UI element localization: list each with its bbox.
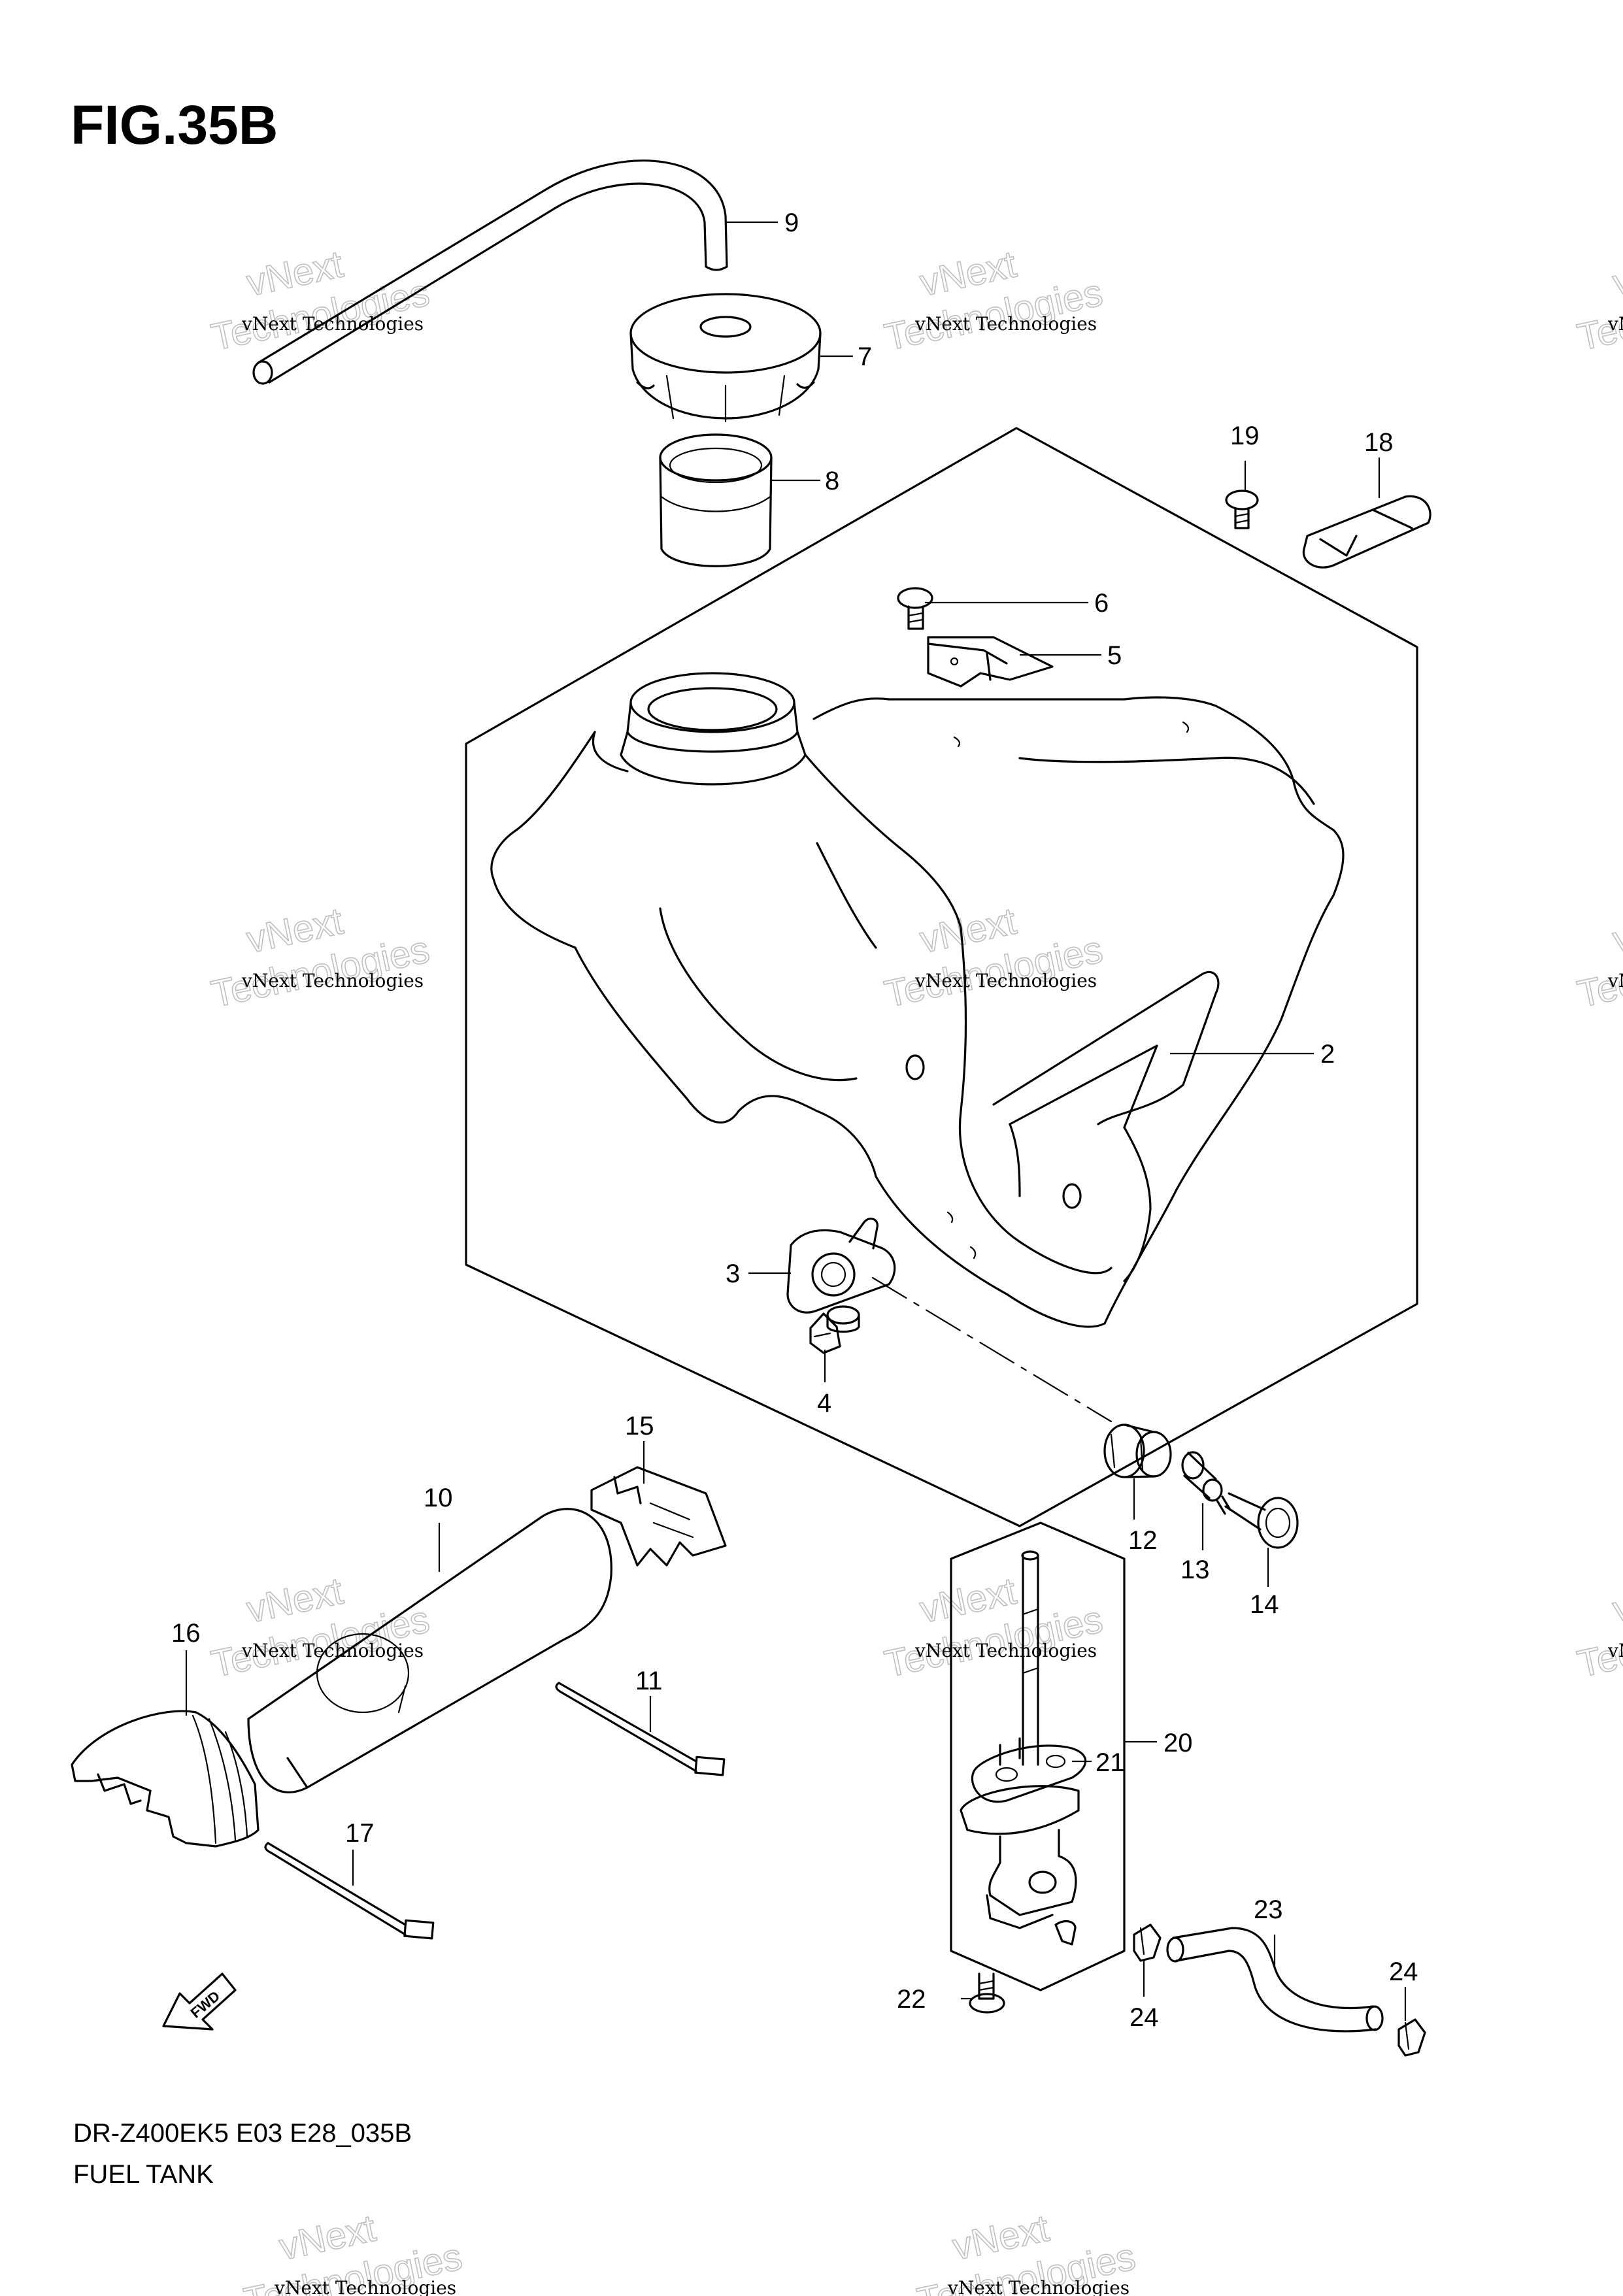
cable-tie-part-11 [555,1682,726,1776]
tap-bracket-part-3 [786,1218,896,1314]
callout-9: 9 [784,208,799,237]
breather-hose-part-9 [252,159,728,385]
callout-12: 12 [1128,1526,1158,1555]
watermark-word-1: vNext [1609,899,1623,961]
callout-5: 5 [1107,641,1122,670]
screw-part-19 [1225,490,1259,529]
callout-18: 18 [1364,428,1394,457]
grommet-part-12 [1103,1423,1172,1478]
filler-strainer-part-8 [659,433,773,567]
fuel-hose-part-23 [1166,1927,1384,2033]
watermark-small-text: vNext Technologies [241,313,424,335]
callout-17: 17 [345,1819,375,1848]
figure-caption: FUEL TANK [73,2160,214,2189]
callout-8: 8 [825,467,839,495]
callout-15: 15 [625,1412,654,1440]
watermark-word-1: vNext [1609,242,1623,304]
callout-24-right: 24 [1389,1957,1418,1986]
callout-20: 20 [1163,1729,1193,1757]
callout-14: 14 [1250,1590,1279,1619]
valve-gasket-part-21 [971,1737,1087,1803]
shroud-part-16 [71,1710,259,1848]
valve-body [960,1785,1080,1946]
hose-clip-part-24-right [1397,2018,1426,2057]
callout-6: 6 [1094,589,1109,618]
cable-tie-part-17 [264,1842,435,1940]
fuel-cap-part-7 [629,293,822,423]
callout-4: 4 [817,1389,831,1418]
callout-13: 13 [1180,1556,1210,1584]
bolt-part-14 [1216,1492,1299,1549]
watermark-small-text: vNext Technologies [1607,1640,1623,1661]
screw-part-22 [969,1972,1005,2014]
callout-numbers: 9 7 8 19 18 6 5 2 3 4 12 13 14 15 10 16 … [171,208,1418,2032]
watermark-small-text: vNext Technologies [947,2277,1129,2296]
model-code: DR-Z400EK5 E03 E28_035B [73,2119,412,2148]
tank-assembly-outline [465,427,1418,1527]
cover-sleeve-part-10 [247,1508,612,1793]
watermark-small-text: vNext Technologies [274,2277,456,2296]
fuel-tank-part-2 [490,672,1345,1328]
callout-7: 7 [858,342,872,371]
watermark-word-1: vNext [1609,1569,1623,1631]
watermark-small-text: vNext Technologies [914,313,1097,335]
fuel-valve-assembly-outline [950,1522,1126,1991]
callout-24-left: 24 [1129,2003,1159,2032]
callout-leader-lines [185,221,1407,2021]
watermark-small-text: vNext Technologies [914,1640,1097,1661]
assembly-centerline [871,1276,1113,1423]
watermark-small-text: vNext Technologies [241,970,424,991]
bracket-part-5 [927,636,1054,688]
callout-22: 22 [897,1985,926,2014]
figure-title: FIG.35B [71,94,278,156]
callout-10: 10 [424,1484,453,1512]
buckle-part-18 [1302,495,1431,569]
callout-11: 11 [635,1667,663,1695]
bolt-part-4 [809,1305,860,1354]
watermark-small-text: vNext Technologies [1607,313,1623,335]
callout-2: 2 [1320,1040,1335,1069]
collar-part-13 [1181,1451,1223,1502]
callout-21: 21 [1096,1748,1125,1777]
callout-19: 19 [1230,422,1260,450]
screw-part-6 [897,587,933,630]
fuel-valve-part-20 [1021,1550,1039,1766]
clamp-part-15 [590,1466,727,1567]
watermark-small-text: vNext Technologies [914,970,1097,991]
watermark-small-text: vNext Technologies [1607,970,1623,991]
callout-23: 23 [1254,1895,1283,1924]
forward-direction-arrow: FWD [162,1972,237,2031]
callout-16: 16 [171,1619,201,1648]
hose-clip-part-24-left [1133,1923,1162,1962]
callout-3: 3 [726,1259,740,1288]
